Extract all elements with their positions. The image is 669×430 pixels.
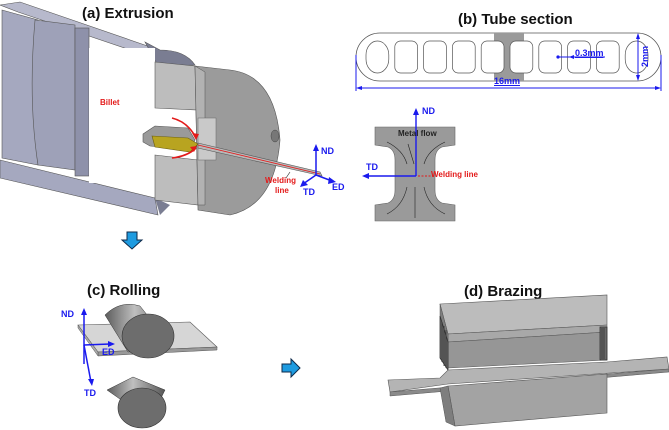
tube-port bbox=[452, 40, 476, 74]
axis-ed-label: ED bbox=[332, 182, 345, 192]
welding-label-line2: line bbox=[275, 186, 289, 195]
tube-port bbox=[365, 40, 390, 74]
arrow-right-icon bbox=[281, 357, 301, 379]
billet-area bbox=[89, 48, 155, 183]
dim-width-label: 16mm bbox=[494, 76, 521, 86]
axes-rolling bbox=[81, 308, 115, 386]
panel-tube-section: (b) Tube section 16mm 2mm 0.3mm bbox=[340, 0, 669, 240]
brazing-drawing bbox=[387, 294, 669, 427]
tube-port bbox=[423, 40, 447, 74]
panel-a-title: (a) Extrusion bbox=[82, 5, 174, 22]
tube-section-drawing bbox=[355, 32, 662, 91]
tube-port bbox=[509, 40, 534, 74]
bottom-roll bbox=[106, 376, 167, 429]
axis-nd-label: ND bbox=[321, 146, 334, 156]
panel-d-title: (d) Brazing bbox=[464, 283, 543, 300]
panel-rolling: (c) Rolling bbox=[0, 280, 270, 430]
extrusion-drawing bbox=[0, 1, 336, 216]
top-roll bbox=[104, 304, 175, 359]
metal-flow-lines bbox=[386, 141, 446, 218]
panel-extrusion: (a) Extrusion Billet Welding line ND TD … bbox=[0, 0, 345, 230]
panel-brazing: (d) Brazing bbox=[350, 280, 669, 430]
rolling-nd-label: ND bbox=[61, 309, 74, 319]
weld-detail-drawing bbox=[362, 108, 456, 222]
tube-port bbox=[624, 40, 649, 74]
detail-nd-label: ND bbox=[422, 106, 435, 116]
rolling-ed-label: ED bbox=[102, 347, 115, 357]
welding-label-line1: Welding bbox=[265, 176, 296, 185]
fin-stack-right bbox=[599, 326, 608, 361]
rolling-drawing bbox=[77, 304, 218, 429]
billet-label: Billet bbox=[100, 98, 120, 107]
dim-wall-label: 0.3mm bbox=[575, 48, 604, 58]
arrow-down-icon bbox=[120, 231, 144, 250]
welding-line bbox=[197, 144, 321, 175]
rolling-td-label: TD bbox=[84, 388, 96, 398]
axes-extrusion bbox=[300, 144, 336, 187]
detail-td-label: TD bbox=[366, 162, 378, 172]
mandrel bbox=[142, 125, 199, 153]
web-cross-section bbox=[374, 126, 456, 222]
metal-flow-label: Metal flow bbox=[398, 129, 437, 138]
axis-td-label: TD bbox=[303, 187, 315, 197]
panel-b-title: (b) Tube section bbox=[458, 11, 573, 28]
weld-line-label: Welding line bbox=[431, 170, 478, 179]
tube-port bbox=[480, 40, 505, 74]
panel-c-title: (c) Rolling bbox=[87, 282, 161, 299]
tube-strip bbox=[387, 356, 669, 393]
tube-port bbox=[394, 40, 418, 74]
container-body bbox=[0, 1, 196, 216]
